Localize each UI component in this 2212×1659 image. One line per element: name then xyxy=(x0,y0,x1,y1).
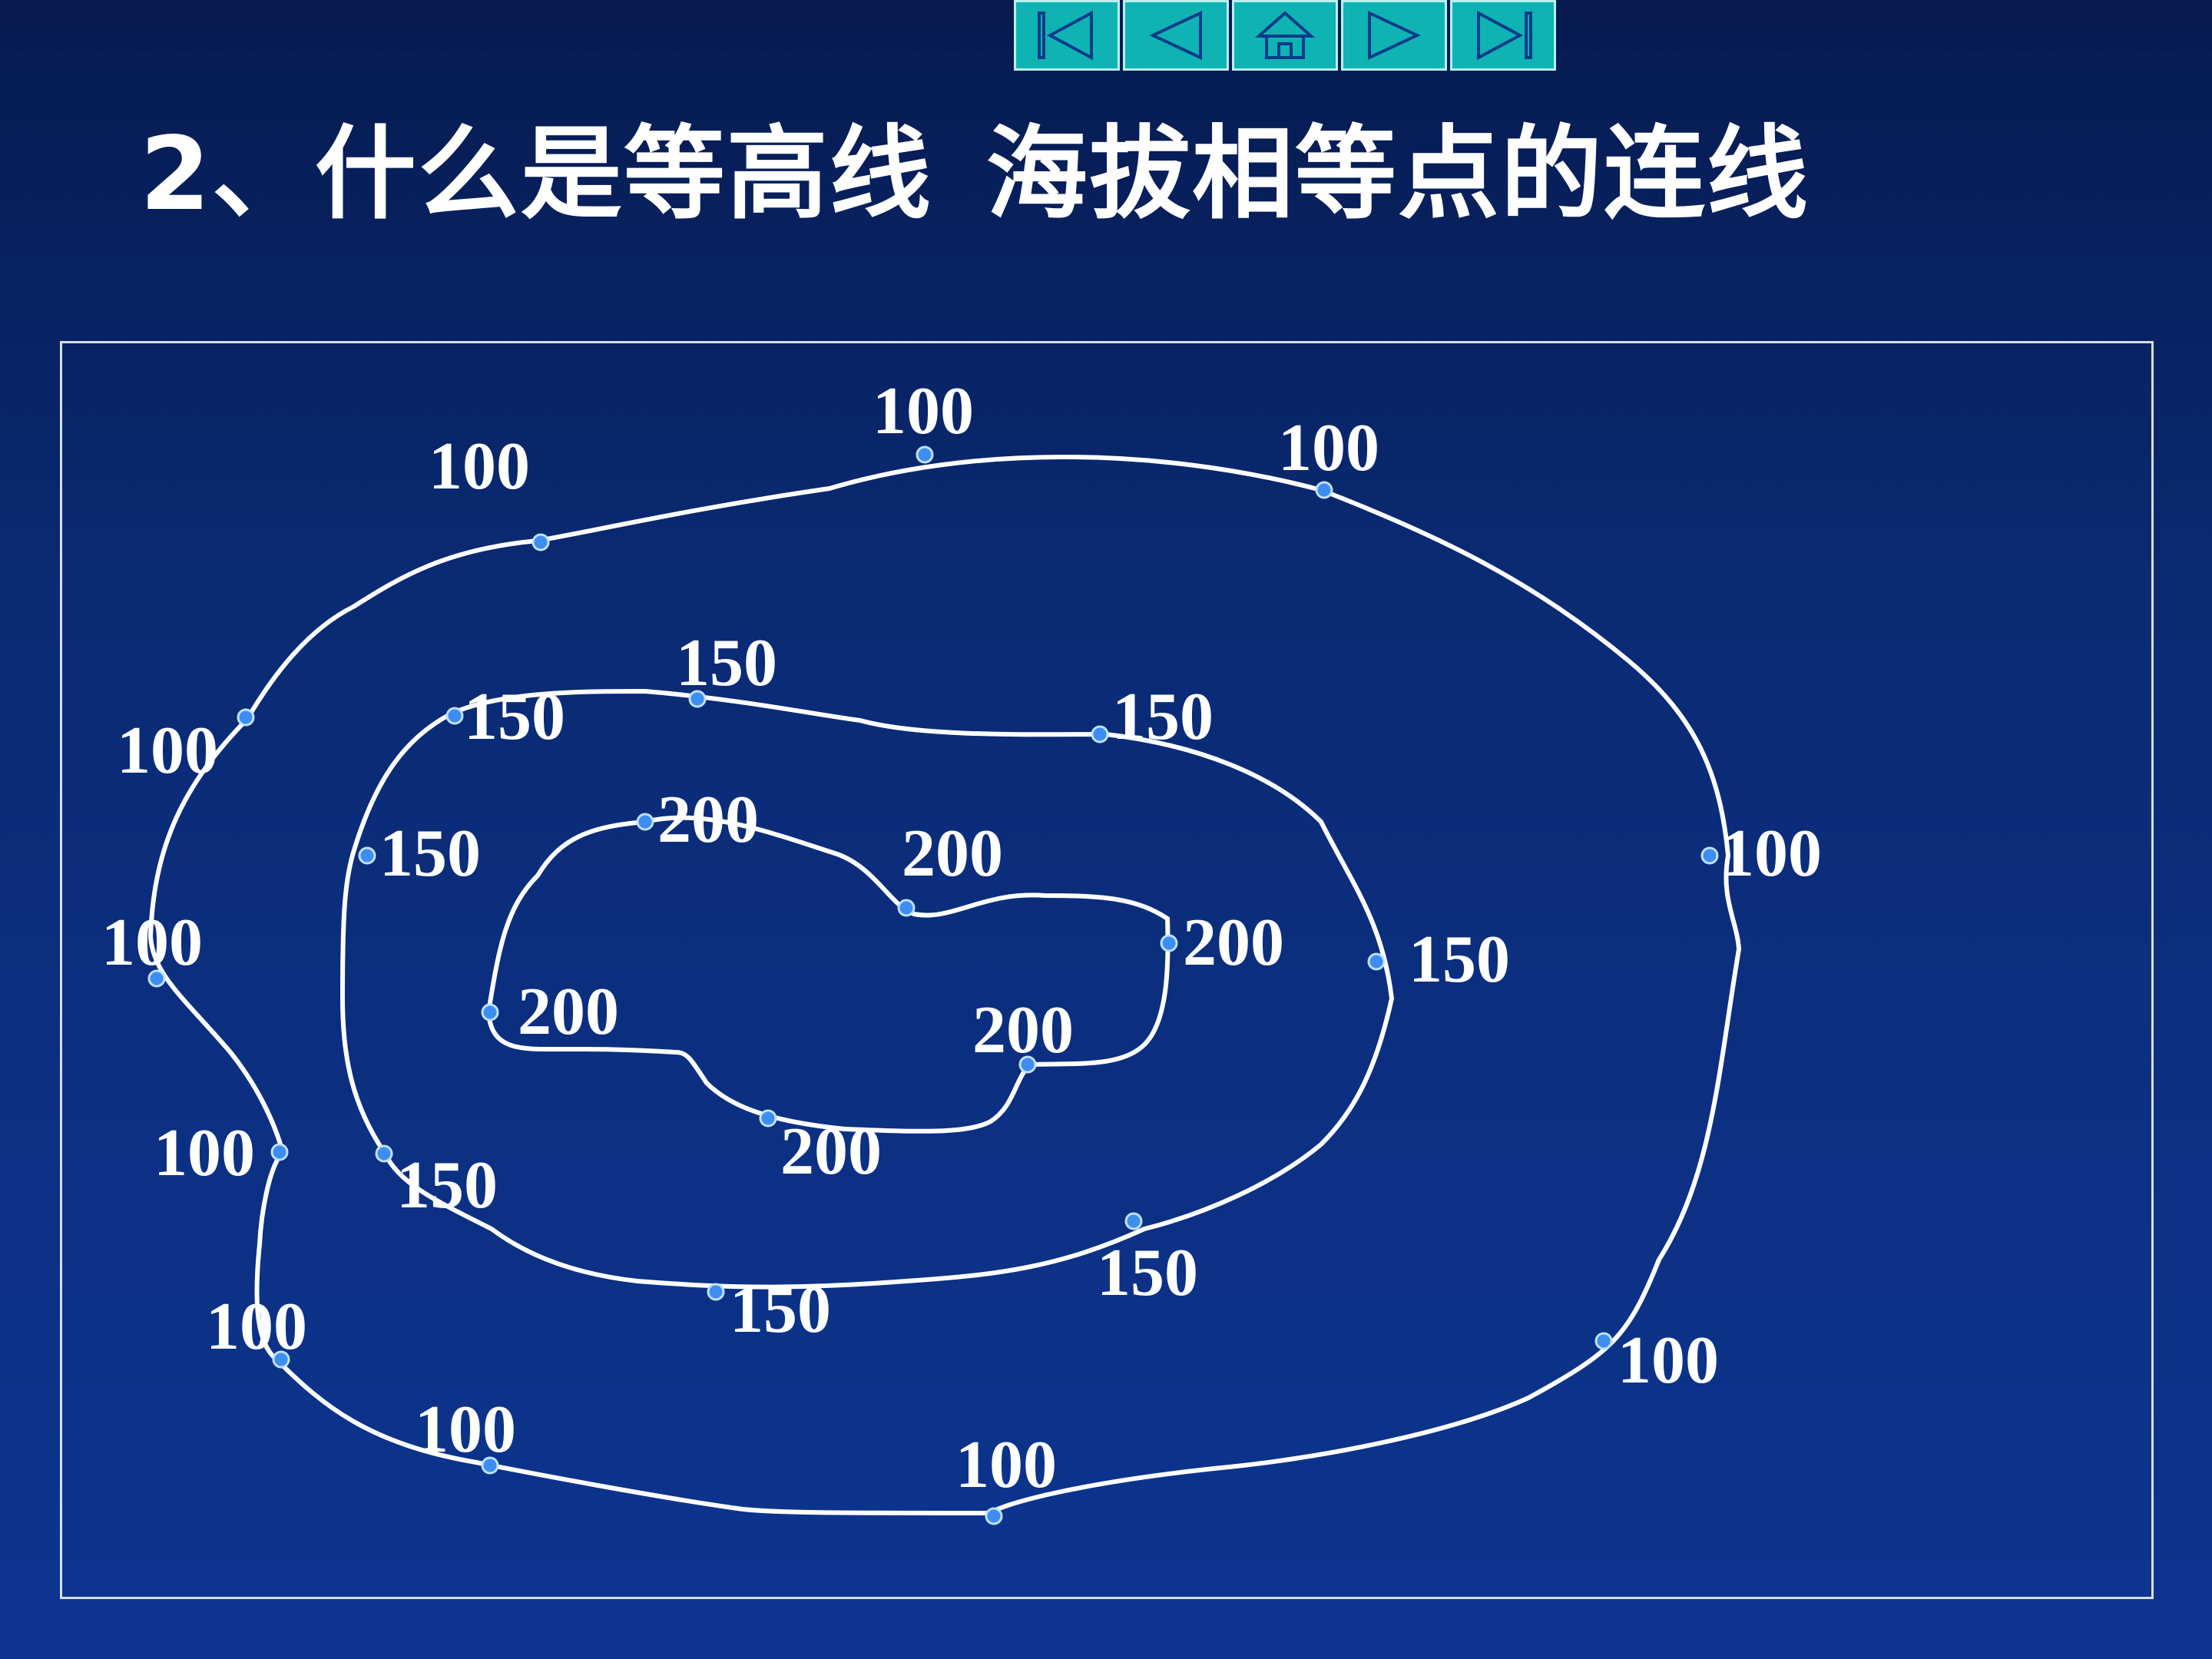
home-button[interactable] xyxy=(1232,0,1338,71)
skip-to-last-icon xyxy=(1477,10,1532,61)
elevation-point xyxy=(688,690,707,708)
elevation-label-200: 200 xyxy=(1183,906,1284,980)
elevation-label-100: 100 xyxy=(1720,816,1822,891)
elevation-label-100: 100 xyxy=(873,374,974,449)
contour-map-frame xyxy=(60,341,2154,1599)
elevation-label-150: 150 xyxy=(464,680,565,754)
elevation-label-100: 100 xyxy=(101,906,203,980)
elevation-label-200: 200 xyxy=(518,975,619,1049)
elevation-label-100: 100 xyxy=(415,1392,516,1467)
home-icon xyxy=(1254,11,1316,59)
elevation-point xyxy=(759,1109,777,1128)
elevation-point xyxy=(531,533,550,551)
elevation-point xyxy=(1091,725,1109,743)
elevation-point xyxy=(445,707,464,725)
elevation-point xyxy=(707,1283,725,1301)
contour-line-150 xyxy=(339,688,1395,1290)
previous-slide-button[interactable] xyxy=(1123,0,1229,71)
elevation-labels: 100 100 100 100 100 100 100 100 100 100 … xyxy=(101,374,1822,1502)
elevation-label-200: 200 xyxy=(902,816,1003,891)
elevation-point xyxy=(1594,1332,1613,1350)
elevation-label-100: 100 xyxy=(117,714,218,788)
elevation-label-200: 200 xyxy=(972,993,1074,1068)
elevation-label-100: 100 xyxy=(955,1428,1057,1502)
elevation-label-150: 150 xyxy=(379,816,481,891)
elevation-point xyxy=(1018,1055,1037,1074)
elevation-point xyxy=(636,813,654,831)
elevation-point xyxy=(270,1143,289,1161)
contour-line-100 xyxy=(147,455,1742,1516)
elevation-point xyxy=(237,708,255,727)
elevation-point xyxy=(985,1507,1003,1525)
slide-title: 2、什么是等高线海拔相等点的连线 xyxy=(140,92,1810,239)
elevation-label-100: 100 xyxy=(1618,1323,1719,1398)
elevation-label-150: 150 xyxy=(676,626,777,700)
elevation-label-150: 150 xyxy=(730,1273,831,1347)
elevation-point xyxy=(1160,934,1178,952)
first-slide-button[interactable] xyxy=(1014,0,1120,71)
elevation-point xyxy=(481,1456,499,1475)
elevation-label-150: 150 xyxy=(1097,1236,1198,1310)
elevation-point xyxy=(1124,1212,1143,1230)
skip-to-first-icon xyxy=(1038,10,1093,61)
elevation-point xyxy=(916,445,934,464)
arrow-right-icon xyxy=(1368,10,1421,61)
elevation-label-100: 100 xyxy=(206,1290,307,1364)
slide-navigation xyxy=(1014,0,1556,74)
elevation-label-200: 200 xyxy=(780,1114,882,1189)
elevation-label-100: 100 xyxy=(154,1116,255,1190)
elevation-point xyxy=(272,1350,290,1369)
elevation-label-150: 150 xyxy=(1409,922,1510,997)
last-slide-button[interactable] xyxy=(1450,0,1556,71)
elevation-point xyxy=(1315,481,1333,499)
elevation-label-200: 200 xyxy=(657,783,759,857)
elevation-point xyxy=(481,1003,499,1022)
title-subtitle: 海拔相等点的连线 xyxy=(985,115,1810,233)
elevation-point xyxy=(1700,846,1719,865)
elevation-point xyxy=(897,899,916,917)
arrow-left-icon xyxy=(1149,10,1202,61)
elevation-label-100: 100 xyxy=(429,429,530,504)
elevation-point xyxy=(358,846,376,865)
elevation-point xyxy=(147,969,166,988)
elevation-point xyxy=(375,1144,393,1163)
elevation-label-150: 150 xyxy=(396,1148,498,1223)
next-slide-button[interactable] xyxy=(1341,0,1447,71)
elevation-point xyxy=(1367,952,1386,971)
elevation-label-100: 100 xyxy=(1278,411,1379,485)
elevation-label-150: 150 xyxy=(1112,680,1214,754)
contour-line-200 xyxy=(485,815,1171,1134)
elevation-points xyxy=(147,445,1719,1525)
title-main: 2、什么是等高线 xyxy=(140,115,932,233)
